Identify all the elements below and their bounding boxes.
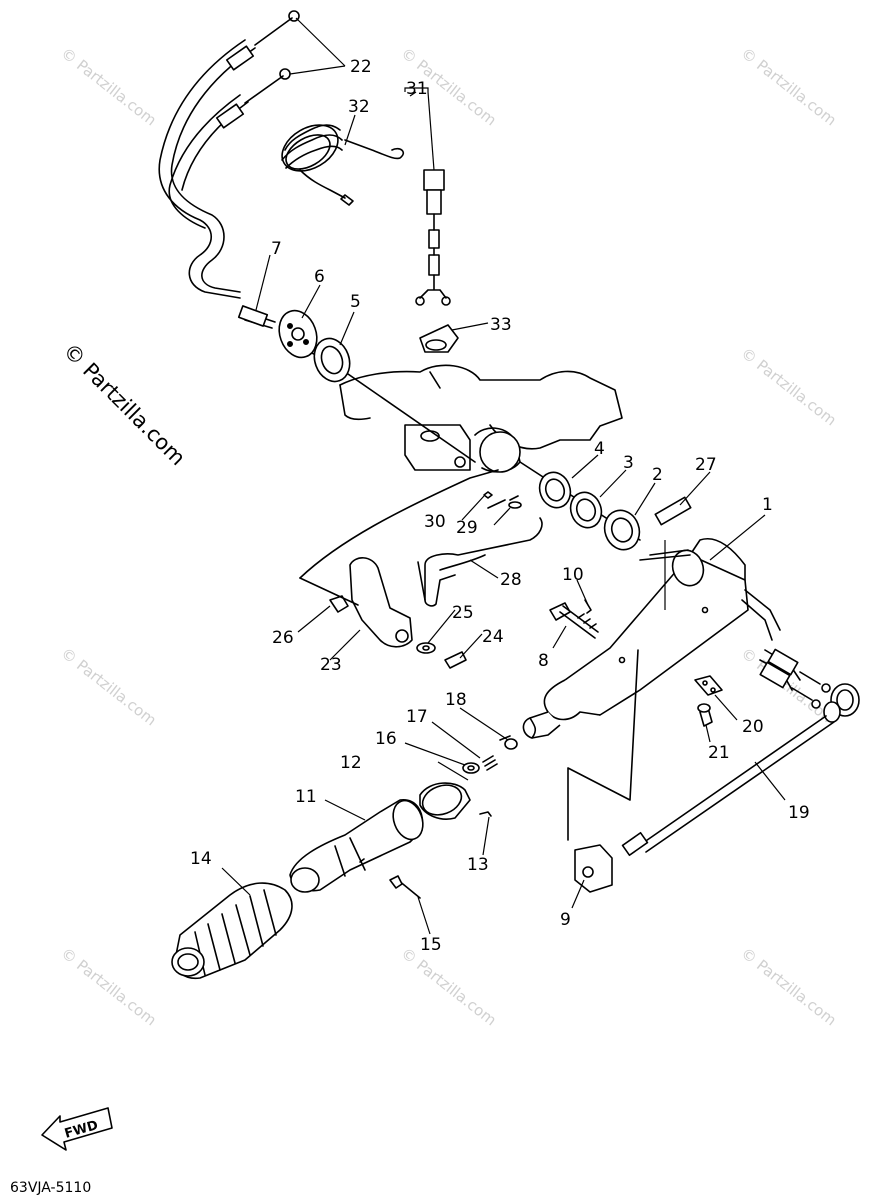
callout-10: 10 [562,565,584,585]
callout-28: 28 [500,570,522,590]
callout-18: 18 [445,690,467,710]
callout-19: 19 [788,803,810,823]
shaft-washers [237,305,692,551]
callout-1: 1 [762,495,773,515]
callout-14: 14 [190,849,212,869]
callout-9: 9 [560,910,571,930]
callout-30: 30 [424,512,446,532]
callout-26: 26 [272,628,294,648]
callout-25: 25 [452,603,474,623]
callout-20: 20 [742,717,764,737]
callout-29: 29 [456,518,478,538]
callout-labels: 1 2 3 4 5 6 7 8 9 10 11 12 13 14 15 16 1… [190,57,810,955]
callout-27: 27 [695,455,717,475]
watermark-main: © Partzilla.com [58,339,190,471]
watermark-mr: © Partzilla.com [738,344,840,429]
callout-15: 15 [420,935,442,955]
callout-5: 5 [350,292,361,312]
fwd-arrow: FWD [41,1107,113,1151]
watermark-bc: © Partzilla.com [398,944,500,1029]
callout-22: 22 [350,57,372,77]
tiller-handle [522,538,831,739]
stop-switch-assembly [281,124,451,306]
callout-13: 13 [467,855,489,875]
watermark-ml2: © Partzilla.com [58,644,160,729]
callout-11: 11 [295,787,317,807]
control-cables [158,10,300,299]
callout-8: 8 [538,651,549,671]
callout-7: 7 [271,239,282,259]
shift-lever-assembly [299,469,543,669]
callout-24: 24 [482,627,504,647]
diagram-code: 63VJA-5110 [10,1180,91,1196]
callout-32: 32 [348,97,370,117]
callout-33: 33 [490,315,512,335]
watermark-tl: © Partzilla.com [58,44,160,129]
bracket-33 [419,324,459,353]
callout-2: 2 [652,465,663,485]
callout-6: 6 [314,267,325,287]
callout-leaders [221,17,786,935]
watermark-group: © Partzilla.com © Partzilla.com © Partzi… [58,44,840,1029]
callout-4: 4 [594,439,605,459]
callout-21: 21 [708,743,730,763]
callout-17: 17 [406,707,428,727]
bolt-8 [549,599,599,639]
watermark-br: © Partzilla.com [738,944,840,1029]
callout-16: 16 [375,729,397,749]
callout-12: 12 [340,753,362,773]
callout-23: 23 [320,655,342,675]
plate-20 [694,675,723,727]
friction-rod [621,683,860,857]
callout-3: 3 [623,453,634,473]
watermark-tr: © Partzilla.com [738,44,840,129]
watermark-bl: © Partzilla.com [58,944,160,1029]
throttle-grip-assembly [171,735,518,980]
callout-31: 31 [406,79,428,99]
